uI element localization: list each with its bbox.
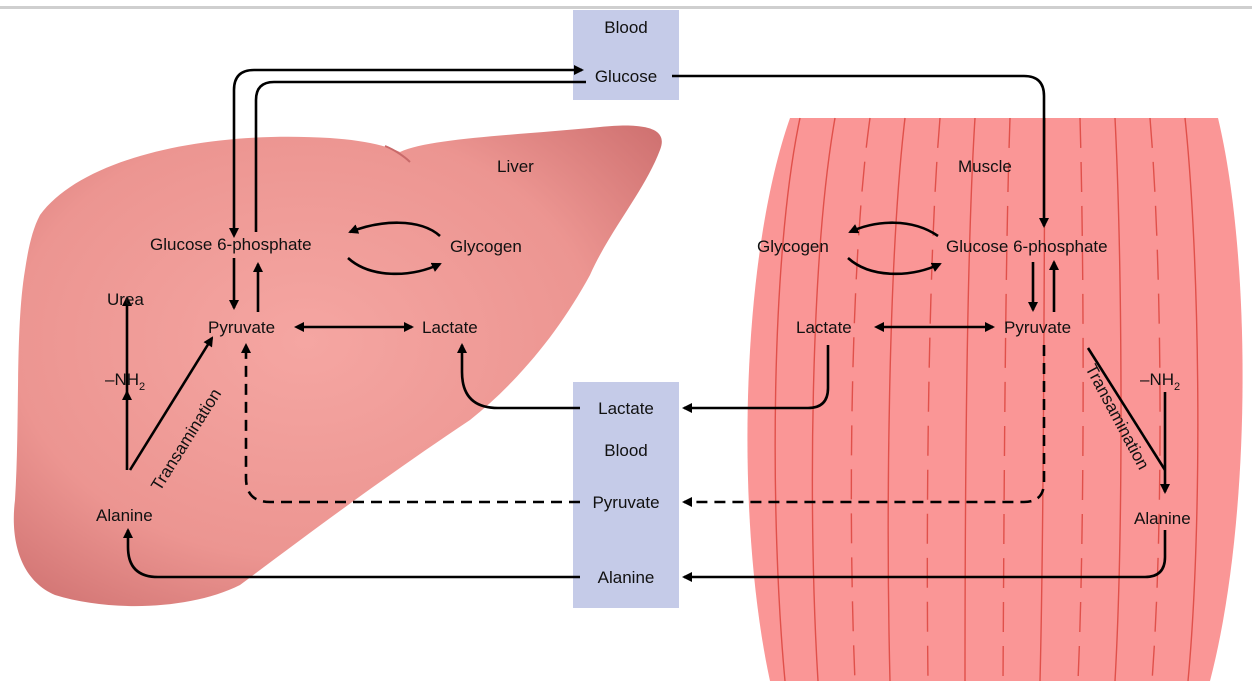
muscle-glycogen-label: Glycogen [757, 237, 829, 256]
muscle-tissue [747, 118, 1242, 681]
blood-alanine-label: Alanine [598, 568, 655, 587]
muscle-pyruvate-label: Pyruvate [1004, 318, 1071, 337]
liver-g6p-label: Glucose 6-phosphate [150, 235, 312, 254]
muscle-title: Muscle [958, 157, 1012, 176]
liver-pyruvate-label: Pyruvate [208, 318, 275, 337]
blood-top-label: Blood [604, 18, 647, 37]
liver-alanine-label: Alanine [96, 506, 153, 525]
muscle-g6p-label: Glucose 6-phosphate [946, 237, 1108, 256]
muscle-alanine-label: Alanine [1134, 509, 1191, 528]
liver-organ [14, 126, 662, 607]
liver-title: Liver [497, 157, 534, 176]
liver-urea-label: Urea [107, 290, 144, 309]
blood-lactate-label: Lactate [598, 399, 654, 418]
muscle-lactate-label: Lactate [796, 318, 852, 337]
blood-bottom-label: Blood [604, 441, 647, 460]
blood-glucose-label: Glucose [595, 67, 657, 86]
blood-pyruvate-label: Pyruvate [592, 493, 659, 512]
liver-lactate-label: Lactate [422, 318, 478, 337]
liver-glycogen-label: Glycogen [450, 237, 522, 256]
